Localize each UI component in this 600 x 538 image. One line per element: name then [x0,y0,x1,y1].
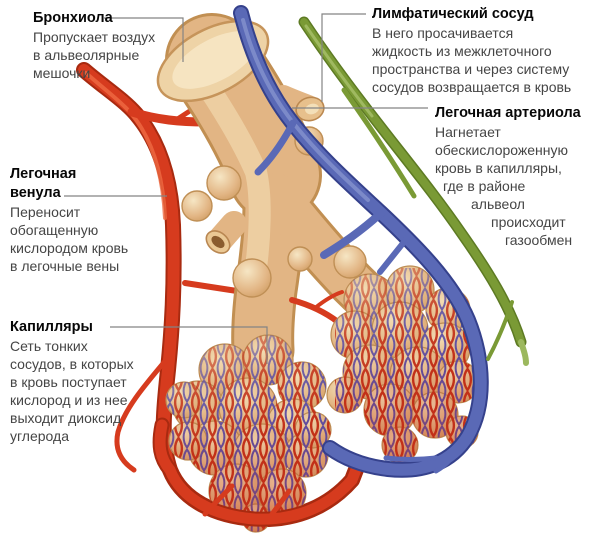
pulmonary-arteriole-vessel [233,5,489,478]
label-arteriole-title: Легочная артериола [435,105,581,121]
leader-bronchiole [104,17,184,62]
label-arteriole: Легочная артериола Нагнетает обескислоро… [435,105,581,248]
label-capillaries-title: Капилляры [10,319,93,335]
label-venule: Легочная венула Переносит обогащенную ки… [10,166,129,274]
label-capillaries: Капилляры Сеть тонких сосудов, в которых… [10,319,134,444]
label-lymphatic-title: Лимфатический сосуд [372,6,534,22]
leader-lines [64,13,428,364]
pulmonary-venule-front-arc [152,417,365,527]
venule-branch-behind-trunk [289,290,344,325]
lymphatic-vessel [298,16,529,366]
label-bronchiole: Бронхиола Пропускает воздух в альвеолярн… [33,10,156,81]
leader-capillaries [110,326,268,364]
label-lymphatic: Лимфатический сосуд В него просачивается… [372,6,572,95]
label-venule-title: Легочная [10,166,77,182]
leader-lymphatic [321,13,366,102]
label-bronchiole-title: Бронхиола [33,10,113,26]
